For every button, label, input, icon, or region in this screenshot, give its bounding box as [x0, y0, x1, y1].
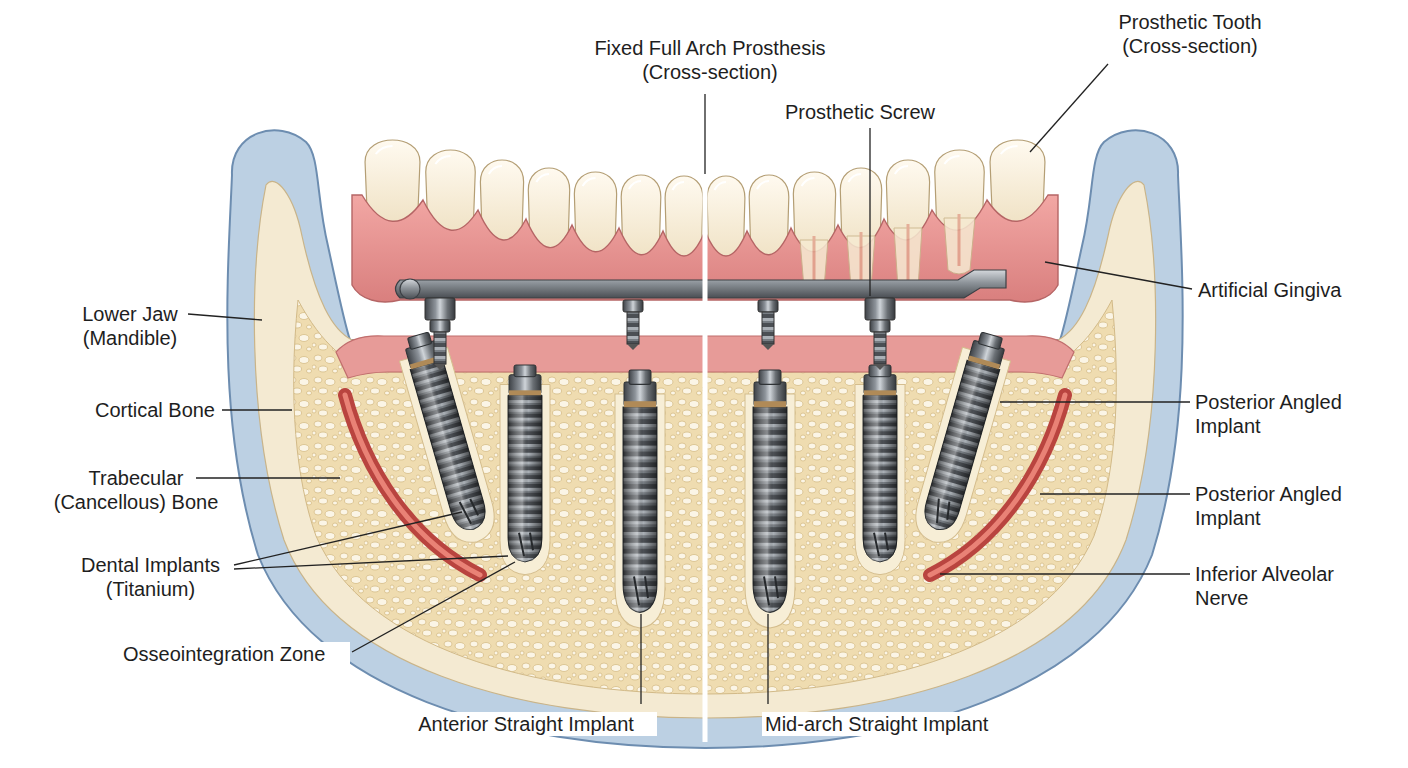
mandible-cortical: [227, 130, 1182, 748]
part-label: Osseointegration Zone: [120, 642, 350, 666]
part-label: Fixed Full Arch Prosthesis (Cross-sectio…: [570, 36, 850, 84]
section-split: [703, 176, 708, 742]
part-label: Lower Jaw (Mandible): [62, 302, 198, 350]
part-label: Trabecular (Cancellous) Bone: [38, 466, 234, 514]
part-label: Artificial Gingiva: [1198, 278, 1388, 302]
implant: [745, 370, 795, 628]
part-label: Mid-arch Straight Implant: [762, 712, 1032, 736]
part-label: Cortical Bone: [60, 398, 215, 422]
screw-housing: [425, 298, 455, 370]
part-label: Prosthetic Screw: [785, 100, 960, 124]
titanium-bar: [396, 270, 1007, 298]
implant: [909, 328, 1016, 548]
prosthetic-screw: [623, 300, 643, 350]
part-label: Posterior Angled Implant: [1195, 482, 1375, 530]
part-label: Inferior Alveolar Nerve: [1195, 562, 1375, 610]
part-label: Posterior Angled Implant: [1195, 390, 1375, 438]
implant: [615, 370, 665, 628]
part-label: Prosthetic Tooth (Cross-section): [1095, 10, 1285, 58]
leader-lines: [188, 64, 1192, 704]
bar-end: [400, 279, 420, 299]
implant: [855, 365, 905, 575]
part-label: Dental Implants (Titanium): [48, 553, 253, 601]
part-label: Anterior Straight Implant: [395, 712, 657, 736]
implant: [500, 365, 550, 575]
screw-housing: [865, 298, 895, 370]
prosthetic-screw: [758, 300, 778, 350]
